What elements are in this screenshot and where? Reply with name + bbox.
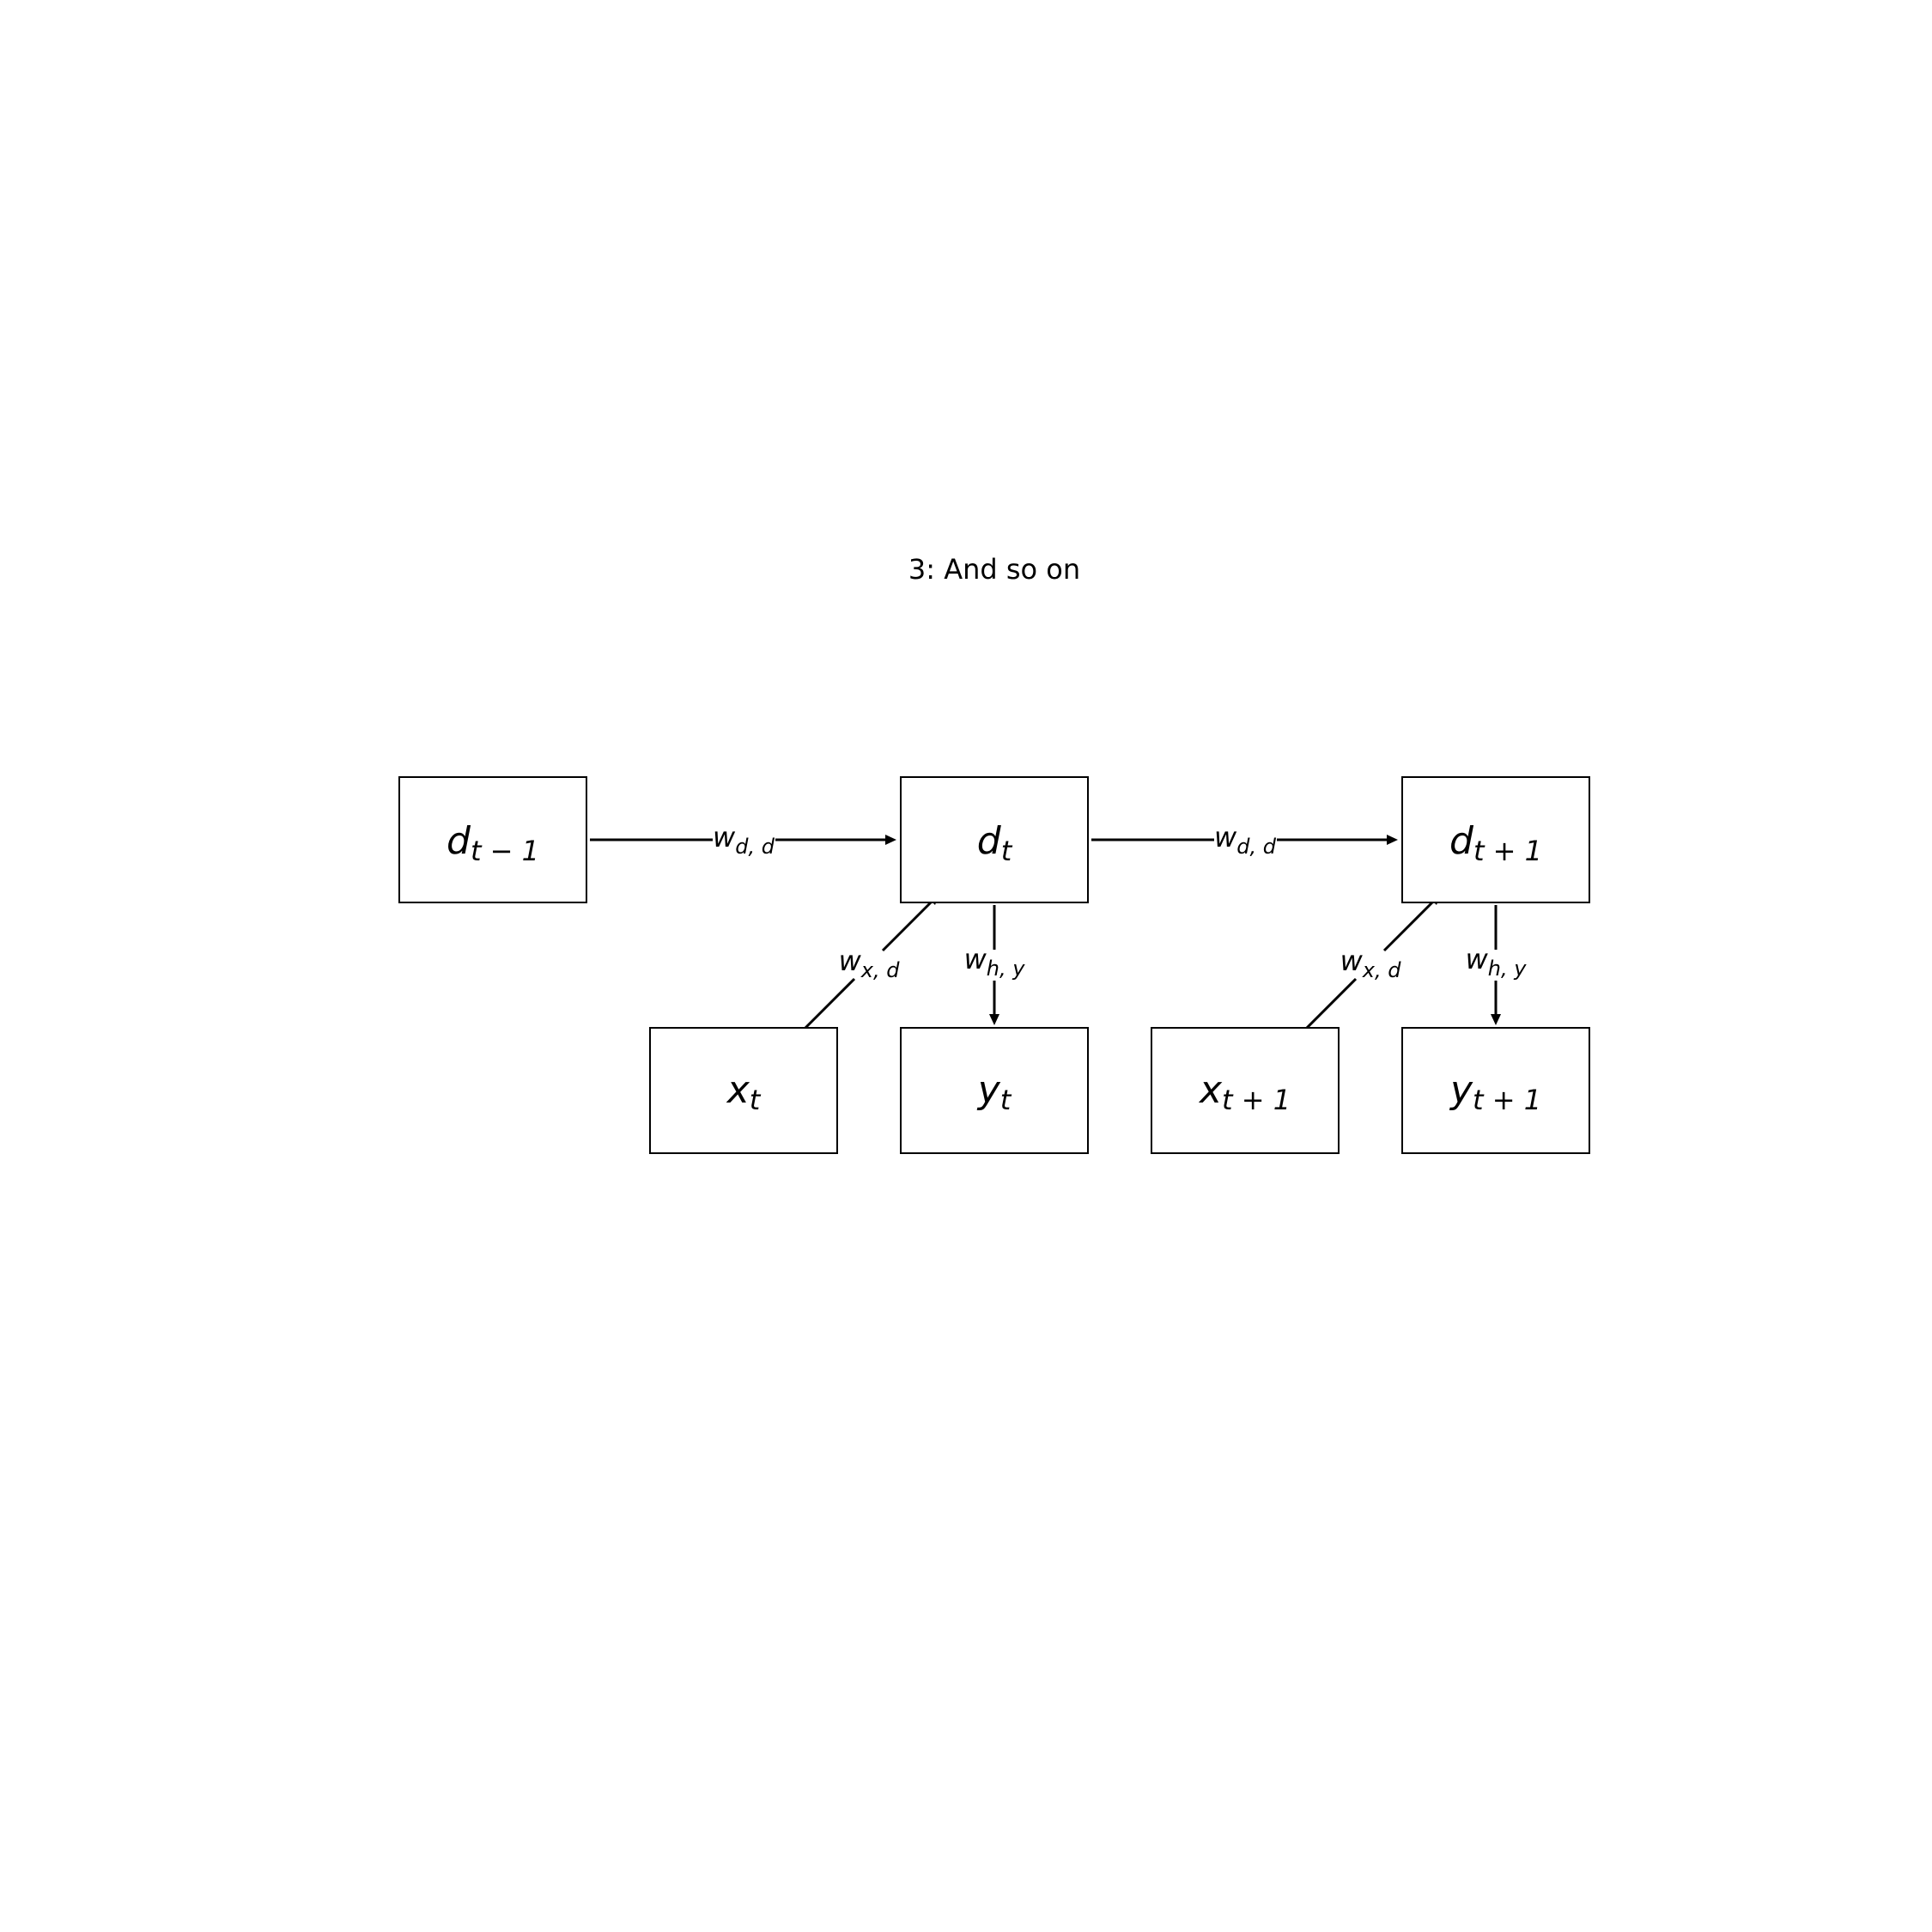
edge-d-t-to-d-next [1091, 835, 1398, 845]
edge-label-hy-2: wh, y [1466, 943, 1528, 981]
node-d-prev: dt − 1 [398, 776, 587, 903]
node-label: dt + 1 [1449, 819, 1542, 867]
diagram-title: 3: And so on [908, 553, 1080, 586]
edge-label-hy-1: wh, y [964, 943, 1026, 981]
node-d-t: dt [900, 776, 1089, 903]
node-x-t: xt [649, 1027, 838, 1154]
node-d-next: dt + 1 [1401, 776, 1590, 903]
node-label: xt + 1 [1198, 1068, 1291, 1116]
edge-d-prev-to-d-t [590, 835, 896, 845]
node-label: xt [726, 1068, 762, 1116]
arrowhead-icon [1387, 835, 1398, 845]
edge-label-dd-2: wd, d [1214, 821, 1277, 859]
arrowhead-icon [989, 1014, 999, 1025]
edge-d-t-to-y-t [989, 905, 999, 1025]
node-x-next: xt + 1 [1151, 1027, 1340, 1154]
node-label: dt [977, 819, 1013, 867]
arrowhead-icon [885, 835, 896, 845]
edge-label-dd-1: wd, d [713, 821, 775, 859]
arrowhead-icon [1491, 1014, 1501, 1025]
node-label: yt [976, 1068, 1012, 1116]
node-y-next: yt + 1 [1401, 1027, 1590, 1154]
edge-d-next-to-y-next [1491, 905, 1501, 1025]
node-label: yt + 1 [1449, 1068, 1541, 1116]
node-label: dt − 1 [447, 819, 539, 867]
edge-label-xd-2: wx, d [1340, 945, 1402, 982]
edge-label-xd-1: wx, d [839, 945, 901, 982]
node-y-t: yt [900, 1027, 1089, 1154]
